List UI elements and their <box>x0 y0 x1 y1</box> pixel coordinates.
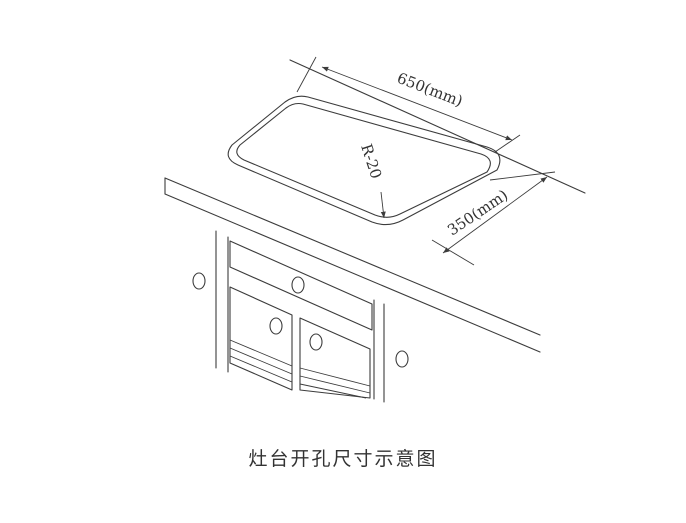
length-extension-right <box>494 134 521 153</box>
knob <box>192 272 206 290</box>
knob <box>291 276 305 294</box>
countertop-back-edge <box>289 59 586 194</box>
grille-bar <box>229 355 293 383</box>
length-dimension-line <box>321 66 513 141</box>
radius-callout: R-20 <box>357 142 386 219</box>
grille-bar <box>299 383 367 399</box>
width-extension-bottom <box>431 239 475 266</box>
grille-bar <box>299 375 371 394</box>
cabinet-door-right <box>299 317 371 399</box>
grille-bar <box>229 347 293 375</box>
radius-arrow <box>380 191 386 219</box>
cabinet <box>192 230 409 403</box>
width-dimension-line <box>442 176 548 254</box>
knob <box>269 317 283 335</box>
countertop-front-edge-bottom <box>164 193 541 353</box>
grille-bar <box>299 367 371 387</box>
knob <box>309 333 323 351</box>
cutout-outer-edge <box>227 95 501 226</box>
grille-bar <box>229 339 293 367</box>
length-label: 650(mm) <box>395 69 466 110</box>
cabinet-drawer <box>229 240 373 331</box>
diagram-caption: 灶台开孔尺寸示意图 <box>248 448 438 470</box>
cutout-inner-edge <box>236 102 491 218</box>
width-label: 350(mm) <box>444 186 511 239</box>
knob <box>395 350 409 368</box>
cutout-opening <box>227 95 501 226</box>
length-dimension: 650(mm) <box>296 56 521 153</box>
countertop-front-edge-top <box>164 177 541 336</box>
width-dimension: 350(mm) <box>431 171 556 266</box>
length-extension-left <box>296 56 317 93</box>
radius-label: R-20 <box>357 142 385 181</box>
cabinet-door-left <box>229 286 293 391</box>
